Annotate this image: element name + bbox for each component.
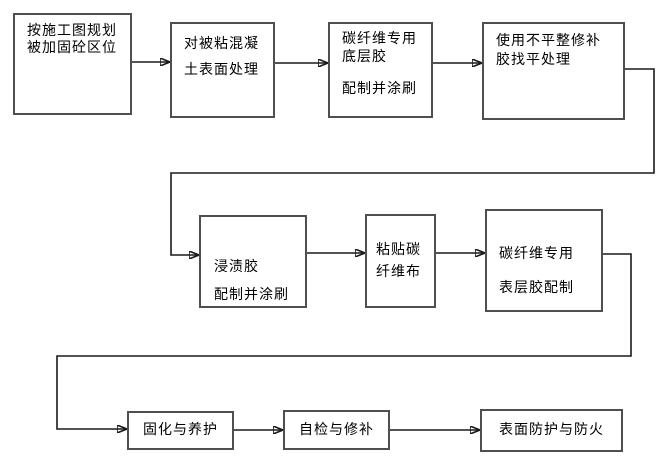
flow-node-label: 碳纤维专用 [499, 246, 574, 262]
flow-node-label: 浸渍胶 [214, 259, 259, 275]
flow-node-impregnating-glue: 浸渍胶 配制并涂刷 [199, 215, 307, 308]
connector-topcoat-to-curing [56, 253, 632, 429]
connector-leveling-to-impregnating [170, 68, 655, 255]
flow-node-self-check-repair: 自检与修补 [283, 410, 390, 450]
flow-node-label: 表层胶配制 [499, 280, 574, 296]
flow-node-label: 固化与养护 [143, 422, 218, 438]
flow-node-label: 使用不平整修补 [496, 33, 601, 49]
flow-node-surface-treatment: 对被粘混凝 土表面处理 [170, 22, 275, 118]
flow-node-label: 表面防护与防火 [499, 422, 604, 438]
flow-node-paste-carbon-fiber: 粘贴碳 纤维布 [365, 214, 436, 308]
flow-node-curing: 固化与养护 [127, 411, 234, 450]
flow-node-label: 粘贴碳 [376, 242, 421, 258]
flow-node-label: 配制并涂刷 [214, 287, 289, 303]
flow-node-label: 自检与修补 [299, 421, 374, 438]
flow-node-surface-protection: 表面防护与防火 [480, 409, 623, 452]
flow-node-label: 被加固砼区位 [27, 40, 117, 56]
flow-node-label: 对被粘混凝 [184, 36, 259, 52]
flow-node-label: 碳纤维专用 [342, 31, 417, 47]
flow-node-label: 胶找平处理 [496, 52, 571, 68]
flow-node-label: 配制并涂刷 [342, 81, 417, 97]
flow-node-label: 按施工图规划 [27, 23, 117, 39]
flow-node-label: 土表面处理 [184, 62, 259, 78]
flow-node-label: 纤维布 [376, 264, 421, 280]
flow-node-label: 底层胶 [342, 49, 387, 65]
flow-node-top-coat-adhesive: 碳纤维专用 表层胶配制 [485, 209, 603, 312]
flow-node-plan-region: 按施工图规划 被加固砼区位 [13, 13, 132, 115]
flow-node-leveling-repair: 使用不平整修补 胶找平处理 [482, 22, 625, 120]
flow-node-primer-adhesive: 碳纤维专用 底层胶 配制并涂刷 [328, 22, 433, 118]
